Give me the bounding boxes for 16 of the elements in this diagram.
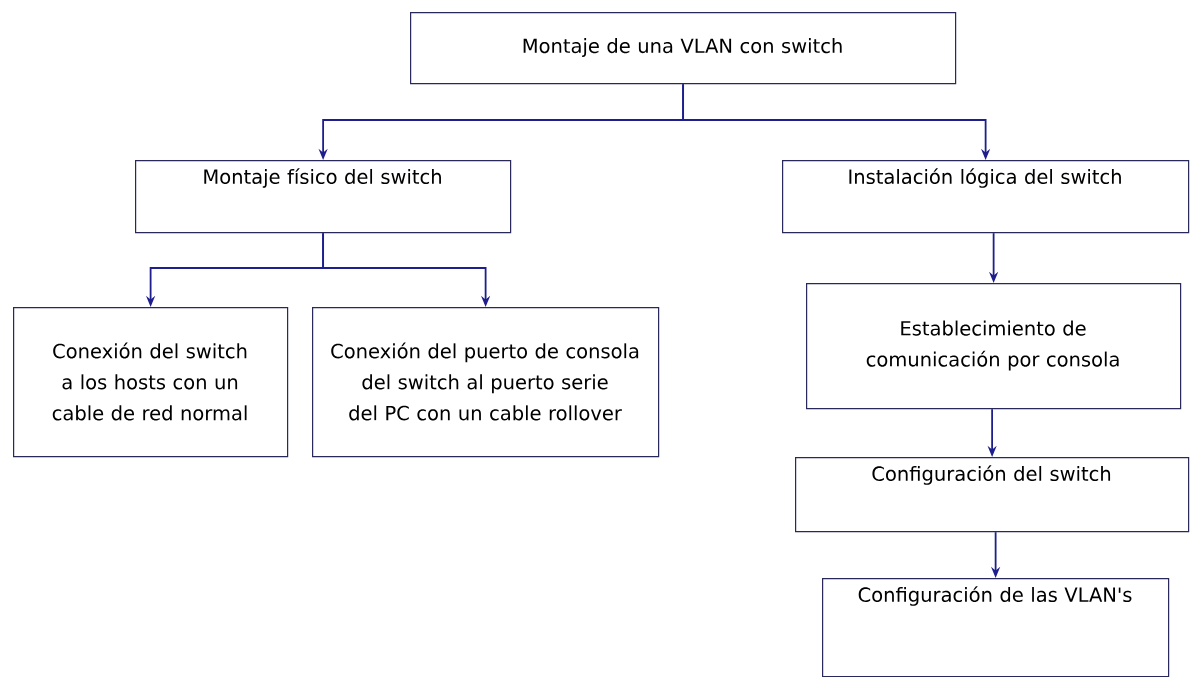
box-label: Conexión del switch a los hosts con un cable de red normal <box>52 342 247 421</box>
box-label: Conexión del puerto de consola del switch al puerto serie del PC con un cable rollover <box>331 342 639 421</box>
process-box <box>795 456 1190 533</box>
process-box <box>135 160 512 234</box>
process-box <box>13 306 289 458</box>
box-label: Montaje físico del switch <box>204 168 441 188</box>
process-box <box>782 160 1190 234</box>
box-label: Establecimiento de comunicación por consola <box>866 320 1119 371</box>
process-box <box>822 578 1170 677</box>
box-label: Configuración del switch <box>872 465 1111 485</box>
box-label: Montaje de una VLAN con switch <box>523 38 842 57</box>
process-box <box>806 282 1182 410</box>
process-box <box>312 306 660 458</box>
box-label: Configuración de las VLAN's <box>858 586 1132 606</box>
process-box <box>410 12 957 85</box>
box-label: Instalación lógica del switch <box>849 168 1121 188</box>
